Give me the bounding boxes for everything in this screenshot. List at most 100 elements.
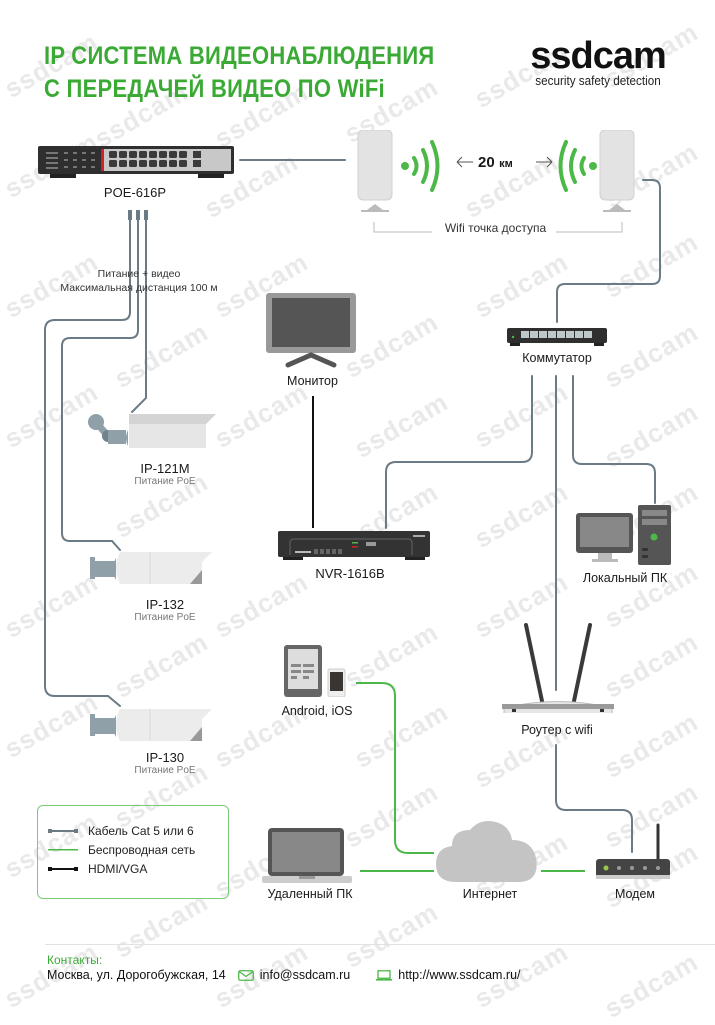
footer-divider [45, 944, 715, 945]
laptop-icon [376, 969, 393, 981]
legend-label-wireless: Беспроводная сеть [88, 843, 196, 857]
network-switch-label: Коммутатор [522, 351, 592, 365]
switch-port [584, 331, 592, 338]
contacts-label: Контакты: [47, 953, 103, 967]
mail-icon [237, 969, 254, 981]
switch-port [521, 331, 529, 338]
poe-note-line1: Питание + видео [97, 268, 181, 280]
access-point-right-icon [599, 130, 635, 212]
arrow-left-icon [456, 156, 473, 168]
poe-switch-icon [38, 146, 234, 178]
local-pc-label: Локальный ПК [582, 571, 668, 585]
poe-port [119, 160, 127, 167]
wifi-signal-left-icon [401, 140, 440, 192]
wireless-line-icon [48, 849, 78, 851]
router-label: Роутер с wifi [521, 723, 593, 737]
legend-item-hdmi: HDMI/VGA [48, 860, 147, 878]
legend: Кабель Cat 5 или 6 Беспроводная сеть HDM… [37, 805, 229, 899]
uplink-port [193, 160, 201, 167]
switch-port [548, 331, 556, 338]
legend-label-cable: Кабель Cat 5 или 6 [88, 824, 194, 838]
poe-port [159, 160, 167, 167]
logo-tagline: security safety detection [535, 73, 661, 88]
poe-port [159, 151, 167, 158]
remote-pc-label: Удаленный ПК [267, 887, 353, 901]
nvr-icon [278, 531, 430, 560]
wireless-mobile-to-internet [356, 682, 434, 854]
camera-ip-121m-model: IP-121M [140, 461, 190, 476]
email-link[interactable]: info@ssdcam.ru [259, 968, 351, 982]
page-title: IP СИСТЕМА ВИДЕОНАБЛЮДЕНИЯ С ПЕРЕДАЧЕЙ В… [44, 40, 434, 106]
switch-port [530, 331, 538, 338]
website-link[interactable]: http://www.ssdcam.ru/ [398, 968, 521, 982]
switch-port [566, 331, 574, 338]
poe-port [129, 160, 137, 167]
poe-note-line2: Максимальная дистанция 100 м [60, 282, 218, 294]
monitor-label: Монитор [287, 374, 338, 388]
poe-port [179, 151, 187, 158]
poe-port [179, 160, 187, 167]
modem-icon [596, 823, 670, 879]
brand-logo: ssdcam security safety detection [518, 35, 678, 88]
poe-switch-label: POE-616P [103, 185, 167, 200]
distance-label: 20 км [478, 154, 513, 172]
logo-wordmark: ssdcam [530, 35, 667, 77]
internet-label: Интернет [462, 887, 518, 901]
camera-ip-121m-power: Питание PoE [134, 476, 196, 487]
poe-port [129, 151, 137, 158]
nvr-label: NVR-1616B [315, 566, 385, 581]
remote-pc-icon [262, 828, 352, 883]
cable-ap-to-switch [556, 179, 661, 323]
poe-port [109, 151, 117, 158]
cable-poe-down-2 [61, 214, 139, 551]
mobile-devices-icon [284, 645, 346, 697]
legend-item-wireless: Беспроводная сеть [48, 841, 195, 859]
poe-port [169, 160, 177, 167]
switch-port [539, 331, 547, 338]
modem-label: Модем [614, 887, 656, 901]
poe-port [139, 151, 147, 158]
poe-port [139, 160, 147, 167]
camera-ip-132-power: Питание PoE [134, 612, 196, 623]
camera-ip-121m-icon [88, 414, 216, 448]
address: Москва, ул. Дорогобужская, 14 [47, 968, 226, 982]
distance-unit: км [499, 158, 513, 170]
cable-poe-down-3 [131, 214, 147, 413]
poe-port [109, 160, 117, 167]
cable-router-to-modem [555, 744, 633, 853]
cable-poe-down-1 [44, 214, 131, 707]
cable-switch-to-nvr [385, 375, 533, 529]
network-switch-icon [507, 328, 607, 346]
wifi-access-points [357, 130, 635, 212]
distance-value: 20 [478, 154, 495, 171]
legend-label-hdmi: HDMI/VGA [88, 862, 148, 876]
camera-ip-130-model: IP-130 [145, 750, 185, 765]
title-line-1: IP СИСТЕМА ВИДЕОНАБЛЮДЕНИЯ [44, 42, 435, 70]
poe-port [149, 160, 157, 167]
poe-port [119, 151, 127, 158]
router-icon [503, 623, 613, 713]
cable-switch-to-pc [572, 375, 656, 504]
arrow-right-icon [536, 156, 553, 168]
cable-line-icon [48, 829, 78, 833]
local-pc-icon [576, 505, 671, 565]
internet-cloud-icon [436, 821, 537, 882]
switch-port [575, 331, 583, 338]
mobile-label: Android, iOS [281, 704, 353, 718]
switch-port [557, 331, 565, 338]
legend-item-cable: Кабель Cat 5 или 6 [48, 822, 194, 840]
title-line-2: С ПЕРЕДАЧЕЙ ВИДЕО ПО WiFi [44, 75, 385, 103]
hdmi-line-icon [48, 867, 78, 871]
contacts-row: Москва, ул. Дорогобужская, 14 info@ssdca… [47, 968, 521, 982]
wifi-signal-right-icon [558, 140, 597, 192]
poe-port [169, 151, 177, 158]
poe-port [149, 151, 157, 158]
monitor-icon [266, 293, 356, 368]
router-base-icon [502, 704, 614, 712]
uplink-port [193, 151, 201, 158]
camera-ip-130-power: Питание PoE [134, 765, 196, 776]
camera-ip-132-icon [90, 552, 212, 584]
access-point-left-icon [357, 130, 393, 212]
camera-ip-130-icon [90, 709, 212, 741]
